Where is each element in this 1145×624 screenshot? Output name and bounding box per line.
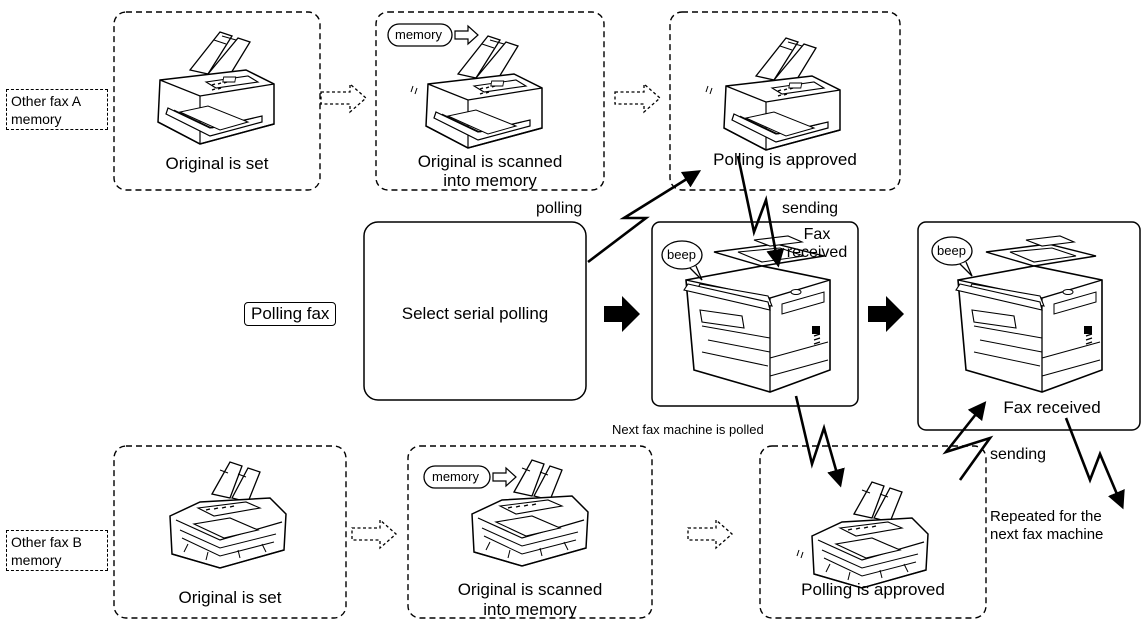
top-step3-caption: Polling is approved [713, 150, 857, 169]
other-fax-a-line2: memory [11, 111, 62, 127]
bottom-step2-box [407, 445, 653, 619]
select-box [363, 221, 587, 401]
repeated-arrow-icon [1064, 417, 1125, 510]
select-caption: Select serial polling [401, 304, 549, 323]
top-step2-caption-line1: Original is scanned [417, 152, 563, 171]
other-fax-a-line1: Other fax A [11, 93, 82, 109]
bottom-memory-bubble-icon [423, 465, 517, 489]
flow-arrow-2-icon [868, 296, 904, 332]
copier-final-icon [955, 235, 1103, 393]
machine-box [651, 221, 859, 407]
fax-bottom-1-icon [169, 461, 287, 569]
sending-top-label: sending [782, 200, 839, 217]
polling-fax-label: Polling fax [244, 302, 337, 326]
other-fax-b-line2: memory [11, 552, 62, 568]
other-fax-b-line1: Other fax B [11, 534, 82, 550]
polling-arrow-icon [587, 170, 702, 264]
top-step1-box [113, 11, 321, 191]
dashed-arrow-bottom-2-icon [687, 518, 733, 550]
bottom-step3-caption: Polling is approved [801, 580, 945, 599]
sending-bottom-label: sending [990, 446, 1047, 463]
flow-arrow-1-icon [604, 296, 640, 332]
dashed-arrow-top-1-icon [320, 82, 367, 114]
fax-received-top-line1: Fax [803, 226, 831, 243]
final-caption: Fax received [1003, 398, 1101, 417]
bottom-step1-caption: Original is set [178, 588, 282, 607]
next-polled-label: Next fax machine is polled [612, 422, 764, 437]
bottom-step2-caption-line1: Original is scanned [457, 580, 603, 599]
dashed-arrow-bottom-1-icon [351, 518, 397, 550]
top-step1-caption: Original is set [165, 154, 269, 173]
bottom-step3-box [759, 445, 987, 619]
sending-bottom-arrow-icon [942, 401, 994, 481]
top-step3-box [669, 11, 901, 191]
machine-beep-text: beep [667, 247, 696, 262]
top-memory-bubble-text: memory [395, 27, 442, 42]
fax-top-1-icon [157, 31, 275, 145]
bottom-step1-box [113, 445, 347, 619]
beep-bubble-final-icon [931, 236, 973, 277]
top-step2-caption-line2: into memory [443, 171, 537, 190]
fax-received-top-line2: received [786, 244, 848, 261]
final-beep-text: beep [937, 243, 966, 258]
dashed-arrow-top-2-icon [614, 82, 661, 114]
other-fax-a-label: Other fax A memory [6, 89, 108, 130]
bottom-step2-caption-line2: into memory [483, 600, 577, 619]
top-step2-box [375, 11, 605, 191]
beep-bubble-machine-icon [661, 240, 703, 281]
final-box [917, 221, 1141, 431]
sending-top-arrow-icon [736, 155, 785, 268]
bottom-memory-bubble-text: memory [432, 469, 479, 484]
other-fax-b-label: Other fax B memory [6, 530, 108, 571]
repeated-line2: next fax machine [990, 526, 1104, 543]
fax-top-2-icon [425, 35, 543, 149]
next-polled-arrow-icon [794, 395, 845, 488]
fax-top-3-icon [723, 37, 841, 151]
repeated-line1: Repeated for the [990, 508, 1102, 525]
polling-arrow-label: polling [536, 200, 583, 217]
fax-bottom-3-icon [811, 481, 929, 589]
top-memory-bubble-icon [387, 23, 479, 47]
